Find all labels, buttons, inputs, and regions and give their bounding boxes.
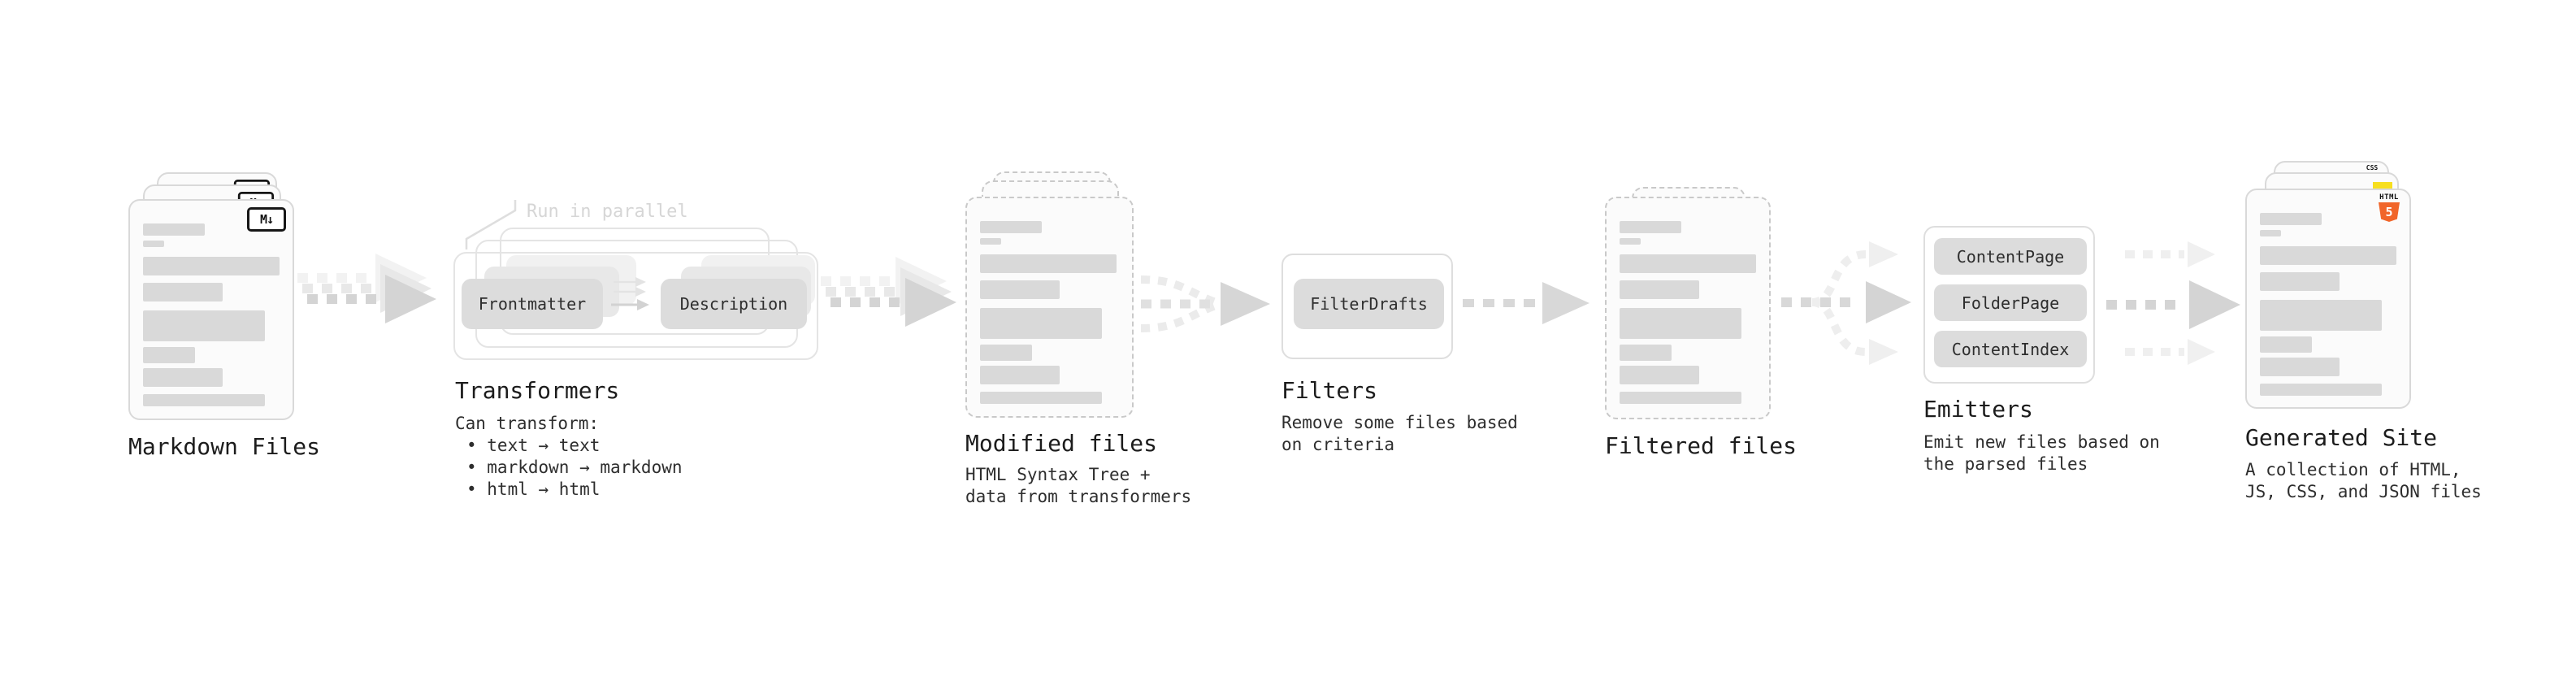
bullet-markdown-to-markdown: • markdown → markdown [466, 458, 683, 477]
arrow-emitters-to-generated [2106, 241, 2240, 365]
emitters-description: Emit new files based on the parsed files [1923, 432, 2160, 474]
transformer-card [453, 252, 818, 360]
frontmatter-label: Frontmatter [478, 294, 587, 314]
filtered-file-card [1605, 197, 1771, 419]
stage-label-transformers: Transformers [455, 377, 620, 404]
modified-files-description: HTML Syntax Tree + data from transformer… [965, 465, 1192, 506]
arrow-markdown-to-transformers [297, 254, 436, 323]
content-index-label: ContentIndex [1951, 339, 2070, 359]
generated-file-card: HTML 5 [2245, 189, 2411, 409]
arrow-modified-to-filters-fan-in [1140, 275, 1270, 332]
stage-label-filtered-files: Filtered files [1605, 432, 1798, 459]
arrow-transformers-to-modified [821, 257, 956, 327]
file-skeleton [2247, 190, 2409, 396]
stage-label-generated-site: Generated Site [2245, 424, 2438, 451]
emitter-content-page-box: ContentPage [1934, 238, 2087, 275]
markdown-file-card: M↓ [128, 199, 294, 420]
bullet-text-to-text: • text → text [466, 436, 601, 455]
bullet-html-to-html: • html → html [466, 479, 601, 499]
arrow-filters-to-filtered [1463, 282, 1589, 324]
file-skeleton [967, 198, 1132, 404]
filters-description: Remove some files based on criteria [1281, 413, 1518, 454]
transformers-description: Can transform: • text → text • markdown … [455, 413, 683, 501]
file-skeleton [130, 201, 293, 406]
run-in-parallel-note: Run in parallel [527, 202, 688, 222]
stage-label-modified-files: Modified files [965, 430, 1158, 457]
folder-page-label: FolderPage [1961, 293, 2060, 313]
can-transform-line: Can transform: [455, 414, 600, 433]
stage-label-filters: Filters [1281, 377, 1378, 404]
file-skeleton [1607, 198, 1769, 404]
filter-drafts-box: FilterDrafts [1294, 279, 1444, 329]
stage-label-emitters: Emitters [1923, 396, 2033, 423]
modified-file-card [965, 197, 1134, 418]
content-page-label: ContentPage [1956, 246, 2065, 267]
arrow-filtered-to-emitters-fan-out [1781, 241, 1911, 365]
markdown-icon: M↓ [247, 207, 286, 232]
emitter-folder-page-box: FolderPage [1934, 284, 2087, 321]
generated-site-description: A collection of HTML, JS, CSS, and JSON … [2245, 460, 2482, 501]
transformer-description-box: Description [661, 279, 807, 329]
stage-label-markdown-files: Markdown Files [128, 433, 321, 460]
emitter-content-index-box: ContentIndex [1934, 331, 2087, 367]
transformer-frontmatter-box: Frontmatter [462, 279, 603, 329]
filter-drafts-label: FilterDrafts [1310, 294, 1428, 314]
html5-icon: HTML 5 [2377, 194, 2401, 222]
description-label: Description [679, 294, 788, 314]
